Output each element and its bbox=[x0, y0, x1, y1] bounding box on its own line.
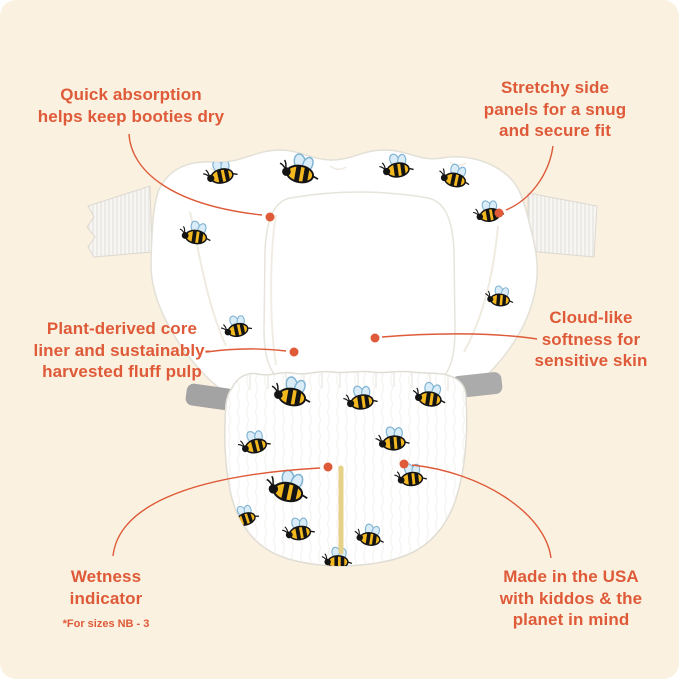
callout-plant-core-text: Plant-derived core liner and sustainably… bbox=[33, 319, 211, 382]
open-diaper bbox=[86, 149, 598, 407]
callout-quick-absorption-text: Quick absorption helps keep booties dry bbox=[37, 85, 225, 126]
leader-line-wetness bbox=[112, 467, 321, 557]
side-tape-right bbox=[527, 192, 598, 258]
side-tape-left bbox=[86, 185, 153, 258]
leader-lines bbox=[112, 133, 554, 559]
fastened-diaper bbox=[185, 370, 503, 567]
callout-stretchy-panels-text: Stretchy side panels for a snug and secu… bbox=[483, 78, 627, 141]
callout-made-in-usa-text: Made in the USA with kiddos & the planet… bbox=[499, 567, 643, 630]
callout-cloud-softness: Cloud-like softness for sensitive skin bbox=[503, 307, 679, 372]
callout-dot-made-in-usa bbox=[399, 459, 409, 469]
callout-wetness-indicator-text: Wetness indicator bbox=[69, 567, 143, 608]
callout-dot-quick-absorption bbox=[265, 212, 275, 222]
core-pad bbox=[263, 191, 456, 387]
leader-line-quick-absorption bbox=[128, 133, 263, 216]
leader-line-cloud-softness bbox=[381, 333, 538, 340]
callout-wetness-size-note: *For sizes NB - 3 bbox=[62, 618, 150, 631]
callout-cloud-softness-text: Cloud-like softness for sensitive skin bbox=[534, 308, 648, 371]
callout-dot-stretchy-panels bbox=[494, 208, 504, 218]
callout-dots bbox=[265, 208, 504, 472]
callout-stretchy-panels: Stretchy side panels for a snug and secu… bbox=[452, 77, 658, 142]
callout-dot-wetness bbox=[323, 462, 333, 472]
leader-line-made-in-usa bbox=[411, 464, 552, 559]
callout-wetness-indicator: Wetness indicator *For sizes NB - 3 bbox=[28, 566, 184, 630]
callout-made-in-usa: Made in the USA with kiddos & the planet… bbox=[468, 566, 674, 631]
waist-tab-left bbox=[185, 383, 235, 411]
leader-line-stretchy-panels bbox=[505, 145, 554, 211]
leader-line-plant-core bbox=[205, 348, 287, 353]
callout-plant-core: Plant-derived core liner and sustainably… bbox=[8, 318, 236, 383]
callout-dot-cloud-softness bbox=[370, 333, 380, 343]
callout-dot-plant-core bbox=[289, 347, 299, 357]
callout-quick-absorption: Quick absorption helps keep booties dry bbox=[18, 84, 244, 127]
